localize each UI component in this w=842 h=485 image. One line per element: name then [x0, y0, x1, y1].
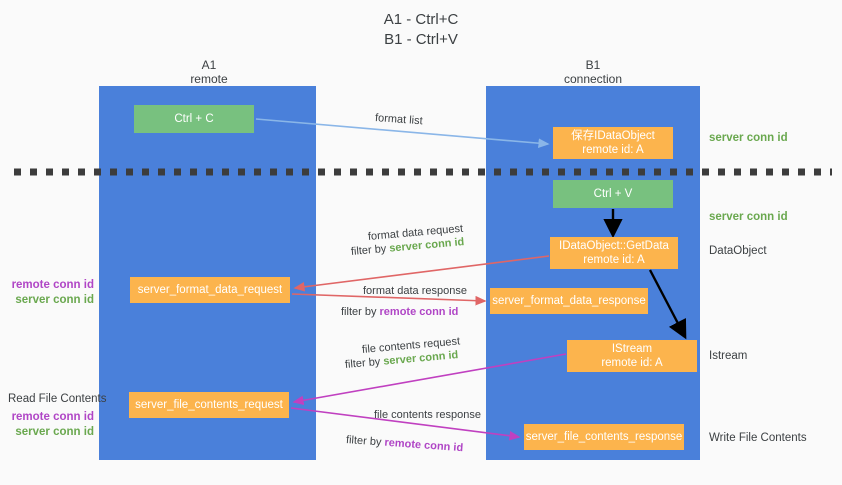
note-istream-text: Istream	[709, 350, 748, 362]
edge-label-file-contents-response-filter: filter by remote conn id	[345, 433, 464, 456]
edge-label-format-data-response: format data response	[363, 284, 467, 299]
note-remote-conn-id-upper: remote conn id	[11, 279, 94, 291]
remote-conn-id-ref-2: remote conn id	[384, 436, 464, 455]
note-dataobject: DataObject	[709, 244, 767, 259]
title-line-2: B1 - Ctrl+V	[384, 31, 458, 48]
note-dataobject-text: DataObject	[709, 245, 767, 257]
box-getdata-line1: IDataObject::GetData	[559, 240, 669, 252]
column-header-b1: B1 connection	[513, 58, 673, 86]
edge-label-format-list-text: format list	[374, 112, 424, 128]
column-b1-sub: connection	[563, 72, 623, 86]
box-server-format-data-response[interactable]: server_format_data_response	[490, 288, 648, 314]
note-conn-ids-lower: remote conn id server conn id	[10, 410, 94, 440]
box-ctrl-v-label: Ctrl + V	[593, 188, 633, 200]
box-server-file-contents-request-label: server_file_contents_request	[135, 399, 283, 411]
note-server-conn-id-lower: server conn id	[15, 426, 94, 438]
remote-conn-id-ref-1: remote conn id	[379, 306, 459, 318]
box-save-idataobject[interactable]: 保存IDataObject remote id: A	[553, 127, 673, 159]
box-idataobject-getdata[interactable]: IDataObject::GetData remote id: A	[550, 237, 678, 269]
filter-by-text-1: filter by	[350, 242, 390, 258]
box-ctrl-c[interactable]: Ctrl + C	[134, 105, 254, 133]
box-istream[interactable]: IStream remote id: A	[567, 340, 697, 372]
note-read-file-contents-text: Read File Contents	[8, 393, 107, 405]
note-server-conn-id-top-text: server conn id	[709, 132, 788, 144]
box-server-file-contents-response[interactable]: server_file_contents_response	[524, 424, 684, 450]
box-server-file-contents-response-label: server_file_contents_response	[525, 431, 683, 443]
note-istream: Istream	[709, 349, 747, 364]
note-read-file-contents: Read File Contents	[8, 392, 106, 407]
filter-by-text-4: filter by	[345, 434, 385, 449]
title-line-1: A1 - Ctrl+C	[383, 11, 459, 28]
page-title: A1 - Ctrl+C B1 - Ctrl+V	[0, 10, 842, 50]
column-b1-name: B1	[585, 58, 601, 72]
note-write-file-contents-text: Write File Contents	[709, 432, 807, 444]
box-istream-line1: IStream	[611, 343, 653, 355]
box-server-format-data-response-label: server_format_data_response	[492, 295, 646, 307]
box-server-file-contents-request[interactable]: server_file_contents_request	[129, 392, 289, 418]
box-ctrl-v[interactable]: Ctrl + V	[553, 180, 673, 208]
note-server-conn-id-second: server conn id	[709, 210, 788, 225]
filter-by-text-2: filter by	[341, 306, 380, 318]
box-ctrl-c-label: Ctrl + C	[174, 113, 214, 125]
column-header-a1: A1 remote	[129, 58, 289, 86]
edge-label-format-data-response-filter: filter by remote conn id	[341, 305, 458, 320]
edge-label-format-list: format list	[374, 111, 423, 129]
box-server-format-data-request[interactable]: server_format_data_request	[130, 277, 290, 303]
note-conn-ids-upper: remote conn id server conn id	[10, 278, 94, 308]
note-server-conn-id-upper: server conn id	[15, 294, 94, 306]
box-getdata-line2: remote id: A	[583, 254, 645, 266]
box-istream-line2: remote id: A	[601, 357, 663, 369]
note-server-conn-id-top: server conn id	[709, 131, 788, 146]
edge-label-format-data-response-text: format data response	[363, 285, 467, 297]
edge-label-file-contents-response-text: file contents response	[374, 409, 482, 421]
note-write-file-contents: Write File Contents	[709, 431, 807, 446]
note-remote-conn-id-lower: remote conn id	[11, 411, 94, 423]
column-a1-sub: remote	[190, 72, 228, 86]
box-save-idataobject-line2: remote id: A	[582, 144, 644, 156]
column-a1-name: A1	[201, 58, 217, 72]
edge-label-file-contents-response: file contents response	[374, 408, 481, 423]
note-server-conn-id-second-text: server conn id	[709, 211, 788, 223]
filter-by-text-3: filter by	[344, 355, 384, 371]
box-server-format-data-request-label: server_format_data_request	[137, 284, 283, 296]
box-save-idataobject-line1: 保存IDataObject	[571, 130, 655, 142]
